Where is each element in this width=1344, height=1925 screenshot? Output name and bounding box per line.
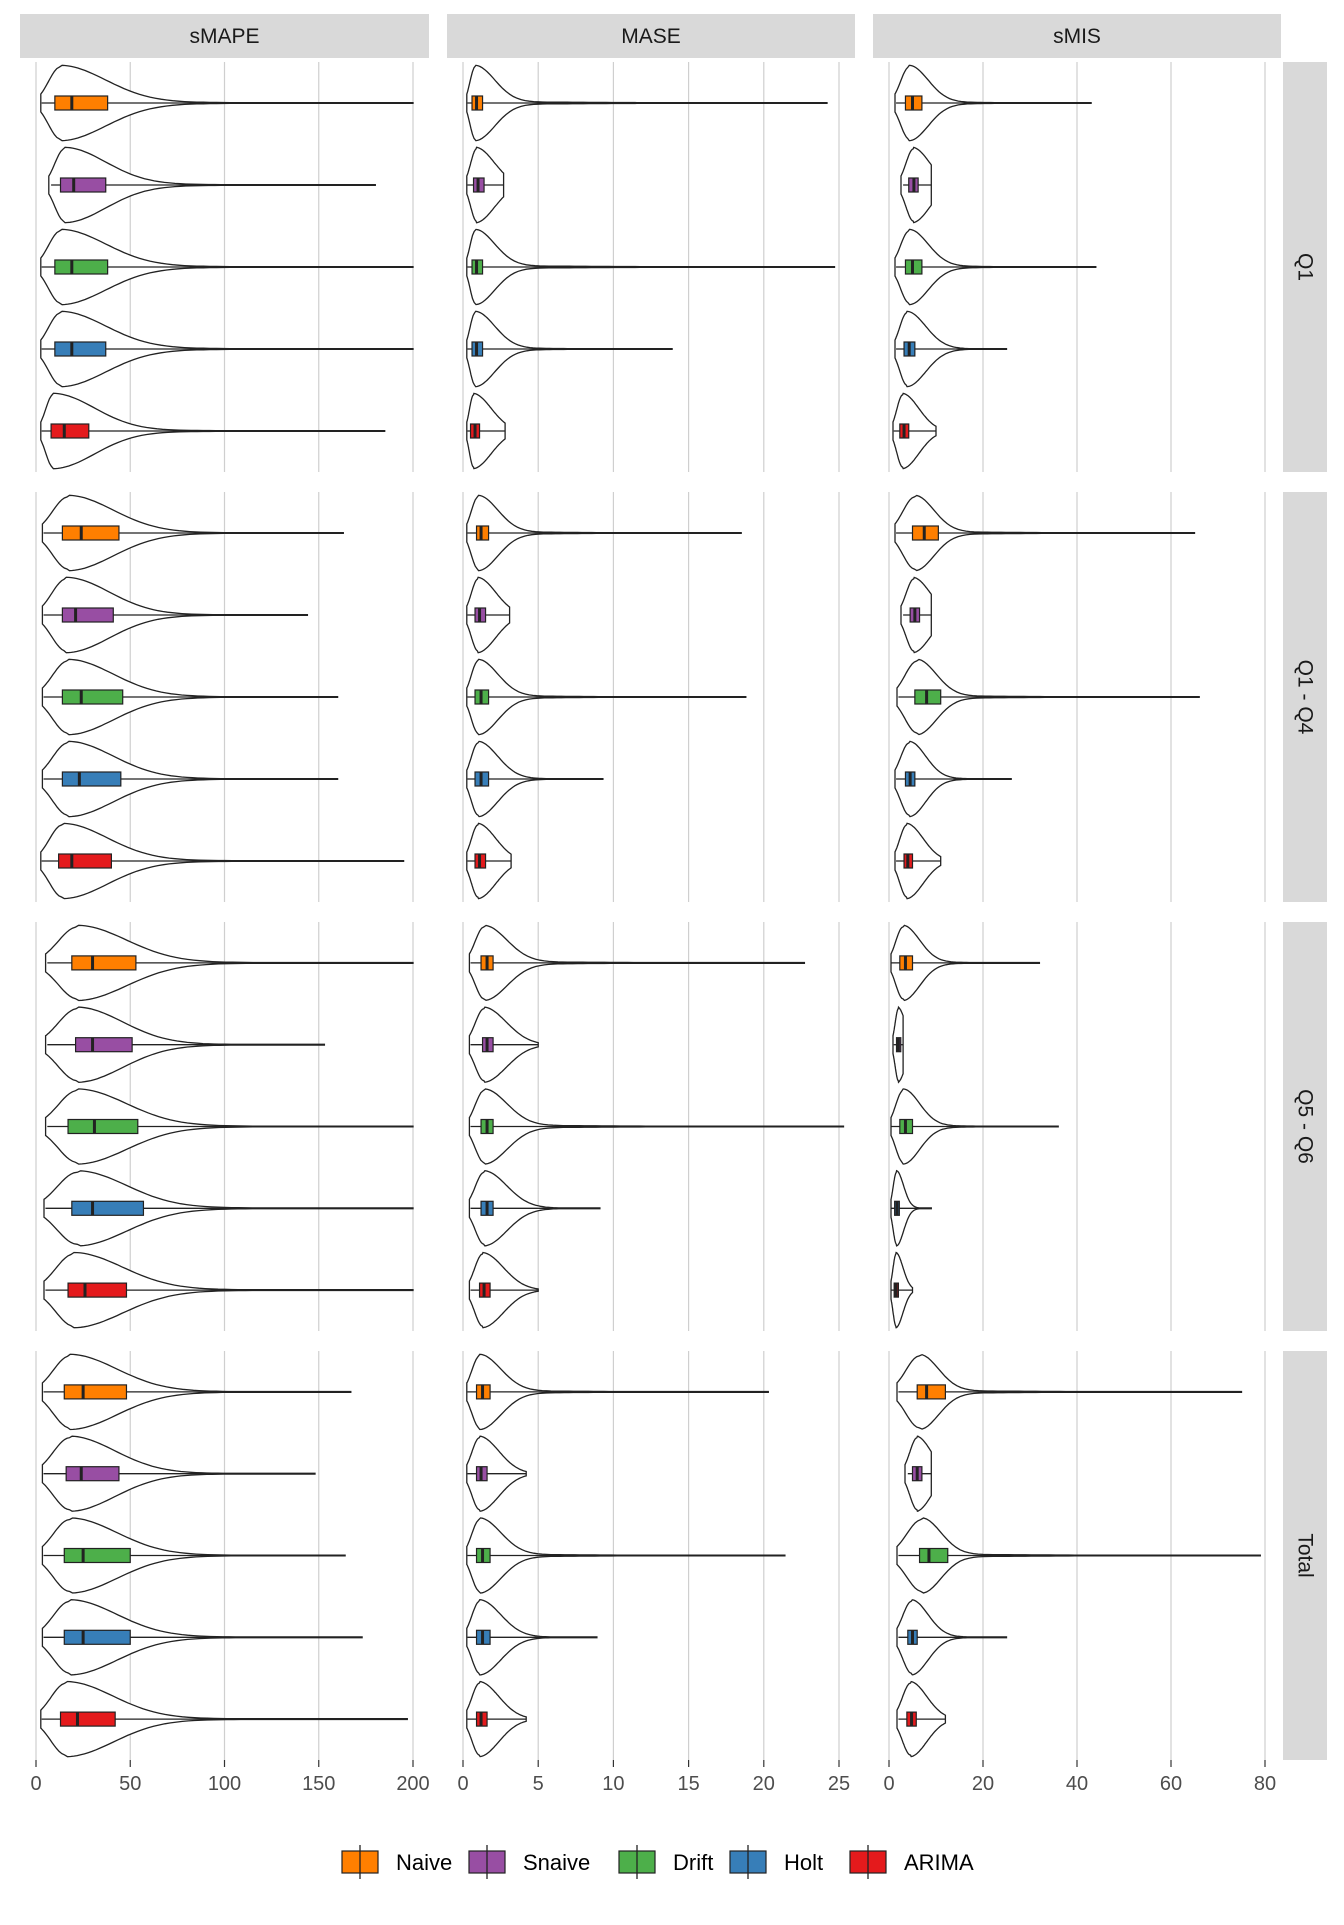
facet-strip-label-q1-q4: Q1 - Q4: [1294, 660, 1317, 735]
x-tick-label-smis-40: 40: [1066, 1773, 1088, 1795]
panel-mase-q1-q4: [462, 492, 840, 902]
facet-strip-label-total: Total: [1294, 1533, 1317, 1577]
x-tick-label-smis-80: 80: [1254, 1773, 1276, 1795]
x-tick-label-smape-100: 100: [208, 1773, 241, 1795]
box-arima-smape-total: [59, 1711, 116, 1727]
panel-smape-q5-q6: [35, 922, 414, 1331]
box-naive-smape-total: [63, 1384, 128, 1400]
panel-mase-total: [462, 1351, 840, 1760]
facet-strip-q1-q4: [1283, 492, 1327, 902]
panel-mase-q1: [462, 62, 840, 472]
box-drift-smis-total: [918, 1547, 949, 1564]
legend-label-holt: Holt: [784, 1850, 823, 1875]
panel-smis-q1: [888, 62, 1266, 472]
facet-strip-q1: [1283, 62, 1327, 472]
x-tick-label-mase-0: 0: [457, 1773, 468, 1795]
box-naive-mase-q1-q4: [475, 525, 490, 541]
box-arima-smape-q1: [50, 423, 90, 439]
facet-strip-label-q1: Q1: [1294, 253, 1317, 281]
facet-strip-mase: [447, 14, 855, 58]
box-drift-smape-q1-q4: [61, 689, 124, 705]
x-tick-label-mase-5: 5: [533, 1773, 544, 1795]
legend-item-naive: Naive: [341, 1845, 452, 1879]
legend-label-arima: ARIMA: [904, 1850, 974, 1875]
x-tick-label-smis-20: 20: [972, 1773, 994, 1795]
box-naive-smape-q5-q6: [71, 955, 137, 971]
box-naive-smape-q1: [54, 95, 109, 111]
box-holt-smape-q1: [54, 341, 107, 357]
box-arima-smape-q5-q6: [67, 1282, 128, 1298]
facet-strip-q5-q6: [1283, 922, 1327, 1331]
x-tick-label-smape-200: 200: [396, 1773, 429, 1795]
panel-smape-total: [35, 1351, 414, 1760]
x-tick-label-mase-20: 20: [753, 1773, 775, 1795]
legend-item-snaive: Snaive: [468, 1845, 590, 1879]
box-snaive-smape-total: [65, 1466, 120, 1482]
panel-smis-q5-q6: [888, 922, 1266, 1331]
box-snaive-smape-q1-q4: [61, 607, 114, 623]
legend-label-drift: Drift: [673, 1850, 713, 1875]
legend-item-drift: Drift: [618, 1845, 713, 1879]
box-holt-smape-q1-q4: [61, 771, 122, 787]
panel-smis-total: [888, 1351, 1266, 1760]
legend-label-snaive: Snaive: [523, 1850, 590, 1875]
x-tick-label-smis-60: 60: [1160, 1773, 1182, 1795]
box-snaive-smape-q5-q6: [74, 1037, 133, 1053]
x-tick-label-mase-10: 10: [602, 1773, 624, 1795]
x-tick-label-smis-0: 0: [883, 1773, 894, 1795]
panel-smis-q1-q4: [888, 492, 1266, 902]
panel-smape-q1: [35, 62, 414, 472]
box-drift-smape-q1: [54, 259, 109, 275]
facet-strip-smis: [873, 14, 1281, 58]
box-naive-smis-total: [916, 1384, 947, 1400]
x-tick-label-mase-25: 25: [828, 1773, 850, 1795]
x-tick-label-mase-15: 15: [677, 1773, 699, 1795]
panel-mase-q5-q6: [462, 922, 845, 1331]
facet-strip-label-mase: MASE: [621, 25, 681, 48]
box-holt-smape-q5-q6: [71, 1200, 145, 1216]
box-naive-smape-q1-q4: [61, 525, 120, 541]
box-arima-smape-q1-q4: [58, 853, 112, 869]
x-tick-label-smape-50: 50: [119, 1773, 141, 1795]
box-drift-smape-q5-q6: [67, 1118, 139, 1135]
box-snaive-smape-q1: [59, 177, 107, 193]
facet-strip-smape: [20, 14, 429, 58]
x-tick-label-smape-0: 0: [30, 1773, 41, 1795]
panel-smape-q1-q4: [35, 492, 414, 902]
legend-item-arima: ARIMA: [849, 1845, 974, 1879]
facet-strip-label-smape: sMAPE: [189, 25, 259, 48]
facet-strip-label-smis: sMIS: [1053, 25, 1101, 48]
box-drift-smape-total: [63, 1547, 131, 1564]
facet-strip-label-q5-q6: Q5 - Q6: [1294, 1089, 1317, 1164]
legend-item-holt: Holt: [729, 1845, 823, 1879]
x-tick-label-smape-150: 150: [302, 1773, 335, 1795]
facet-strip-total: [1283, 1351, 1327, 1760]
box-holt-smape-total: [63, 1629, 131, 1645]
legend-label-naive: Naive: [396, 1850, 452, 1875]
